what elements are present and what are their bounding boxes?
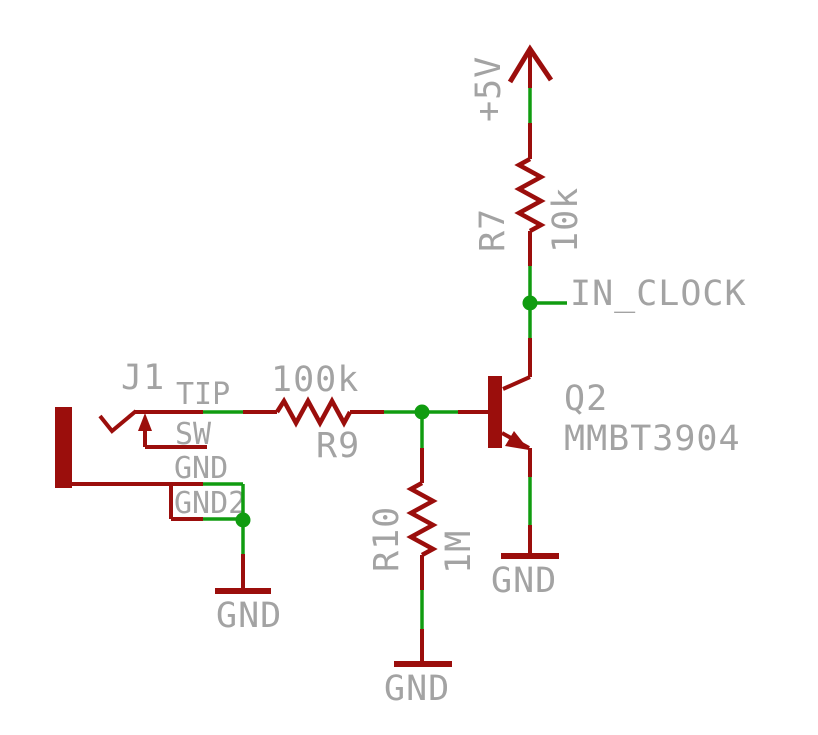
q2-base-bar xyxy=(488,376,502,448)
resistor-r10: R10 1M xyxy=(367,448,479,590)
resistor-r9: 100k R9 xyxy=(243,360,384,466)
power-label: +5V xyxy=(469,56,509,122)
net-in-clock: IN_CLOCK xyxy=(522,266,747,338)
ground-symbol-r10: GND xyxy=(384,629,452,709)
jack-sleeve-bar xyxy=(55,407,72,488)
jack-j1: J1 TIP SW GND GND2 xyxy=(55,358,246,521)
q2-value-label: MMBT3904 xyxy=(564,419,741,459)
r9-zigzag xyxy=(275,396,352,428)
j1-name-label: J1 xyxy=(121,358,165,398)
power-symbol-5v: +5V xyxy=(469,44,554,122)
jack-switch-arrow-icon xyxy=(138,413,152,431)
junction-dot-in-clock xyxy=(522,295,538,311)
j1-pin-sw-label: SW xyxy=(175,417,212,452)
q2-gnd-label: GND xyxy=(491,561,557,601)
r7-zigzag xyxy=(514,157,546,233)
j1-pin-tip-label: TIP xyxy=(176,377,230,412)
r9-value-label: 100k xyxy=(271,360,359,400)
q2-emitter-arrow-icon xyxy=(505,431,529,450)
j1-pin-gnd2-label: GND2 xyxy=(174,486,246,521)
r10-gnd-label: GND xyxy=(384,669,450,709)
ground-symbol-j1: GND xyxy=(215,554,282,636)
r10-name-label: R10 xyxy=(367,506,407,572)
r9-name-label: R9 xyxy=(316,426,360,466)
r7-value-label: 10k xyxy=(546,187,586,253)
j1-pin-gnd-label: GND xyxy=(174,451,228,486)
in-clock-net-label: IN_CLOCK xyxy=(570,274,747,314)
jack-tip-contact-icon xyxy=(98,409,138,434)
j1-gnd-label: GND xyxy=(216,596,282,636)
r7-name-label: R7 xyxy=(473,208,513,252)
r10-zigzag xyxy=(406,481,438,557)
transistor-q2: Q2 MMBT3904 xyxy=(458,338,741,477)
q2-name-label: Q2 xyxy=(564,379,608,419)
resistor-r7: R7 10k xyxy=(473,123,586,266)
r10-value-label: 1M xyxy=(439,530,479,574)
ground-symbol-q2: GND xyxy=(491,525,559,601)
q2-collector-diagonal xyxy=(502,375,531,391)
